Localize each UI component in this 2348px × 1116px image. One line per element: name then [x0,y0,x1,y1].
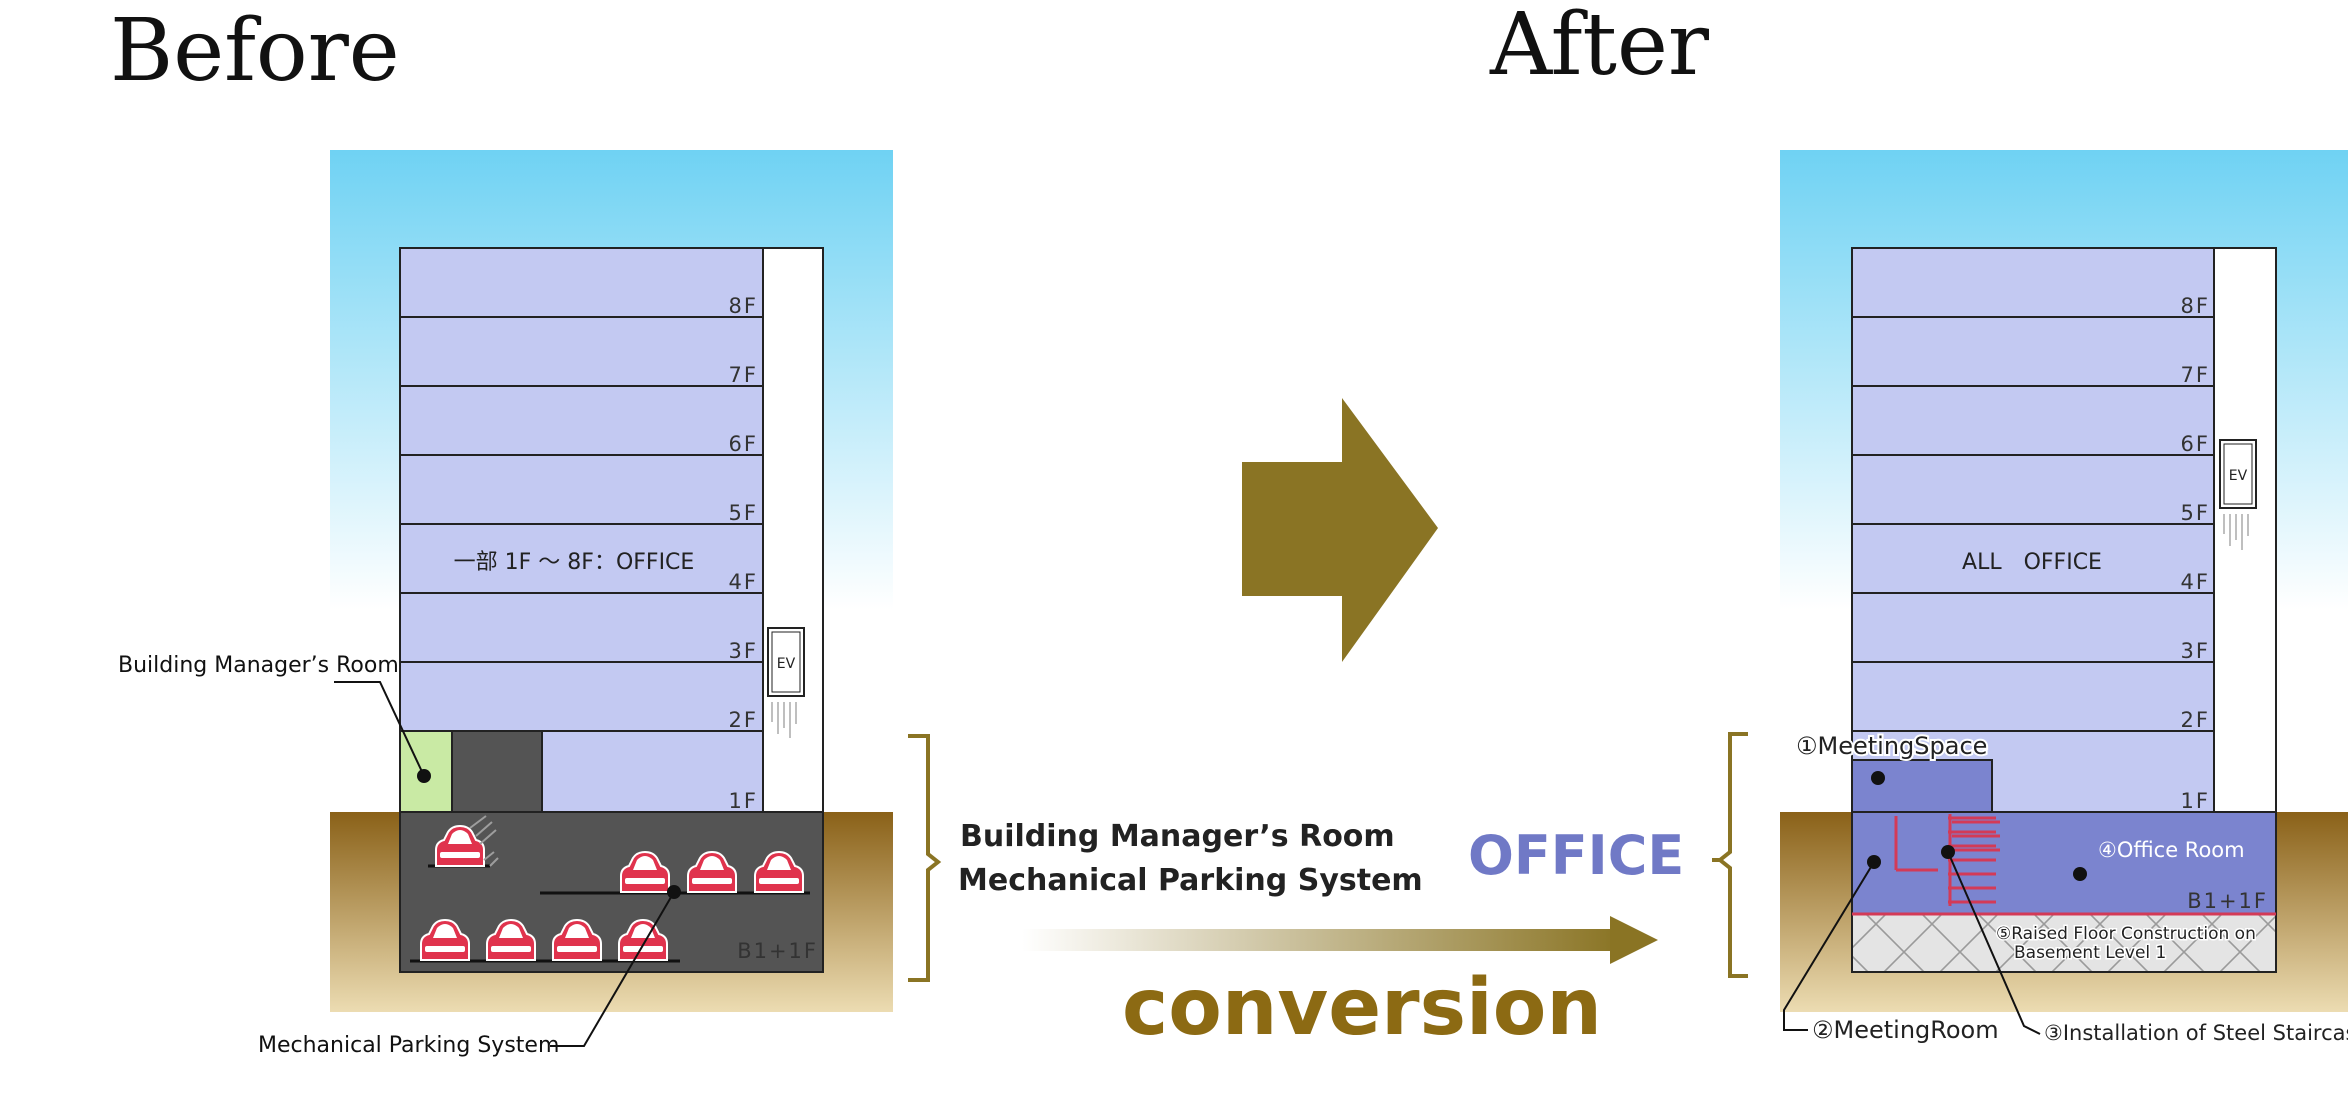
after-heading: After [1489,0,1710,95]
after-meeting-space [1851,759,1993,813]
before-office-note: 一部 1F ～ 8F：OFFICE [454,550,695,575]
after-floor-4f: 4F [2181,570,2210,594]
conversion-label: conversion [1122,963,1602,1053]
before-floor-2f: 2F [729,708,758,732]
after-callout-5-line1: ⑤Raised Floor Construction on [1996,924,2256,944]
after-callout-2: ②MeetingRoom [1812,1016,1999,1044]
after-bracket [1716,732,1748,978]
before-1f-office [541,730,764,813]
before-floor-4f: 4F [729,570,758,594]
after-callout-1: ①MeetingSpace [1796,732,1987,760]
before-floor-8f: 8F [729,294,758,318]
middle-label-line1: Building Manager’s Room [960,819,1395,854]
after-floors [1851,247,2215,813]
before-callout-parking: Mechanical Parking System [258,1033,559,1058]
after-floor-5f: 5F [2181,501,2210,525]
after-ev-box [2219,439,2257,509]
before-ev-shaft [762,247,824,813]
conversion-arrow-gradient [1022,916,1658,964]
before-floor-5f: 5F [729,501,758,525]
before-ev-box [767,627,805,697]
office-label: OFFICE [1468,824,1684,887]
before-floor-3f: 3F [729,639,758,663]
after-basement-label: B1+1F [2187,889,2268,913]
before-bracket [908,734,942,982]
after-floor-1f: 1F [2181,789,2210,813]
before-heading: Before [110,1,400,101]
after-basement-office [1851,811,2277,915]
after-building: EV 8F 7F 6F 5F 4F 3F 2F 1F B1+1F ALL OFF… [1712,150,2348,1045]
after-ev-label: EV [2229,468,2248,484]
before-ev-label: EV [777,656,796,672]
before-floor-6f: 6F [729,432,758,456]
after-floor-2f: 2F [2181,708,2210,732]
before-ramp [451,730,543,813]
before-floors [399,247,764,732]
after-raised-floor [1851,913,2277,973]
after-callout-3: ③Installation of Steel Staircase [2044,1021,2348,1045]
after-floor-8f: 8F [2181,294,2210,318]
middle-label-line2: Mechanical Parking System [958,863,1423,898]
after-callout-5-line2: Basement Level 1 [2014,943,2166,963]
before-building: EV 8F 7F 6F 5F 4F 3F 2F 1F B1+1F 一部 1F ～… [118,150,942,1058]
after-office-note: ALL OFFICE [1962,550,2102,575]
before-floor-1f: 1F [729,789,758,813]
after-staircase [1948,814,2000,906]
after-floor-7f: 7F [2181,363,2210,387]
after-floor-6f: 6F [2181,432,2210,456]
after-floor-3f: 3F [2181,639,2210,663]
before-basement-label: B1+1F [737,939,818,963]
before-callout-manager: Building Manager’s Room [118,653,399,678]
after-callout-4: ④Office Room [2098,838,2245,862]
conversion-arrow-big [1242,398,1438,662]
before-floor-7f: 7F [729,363,758,387]
